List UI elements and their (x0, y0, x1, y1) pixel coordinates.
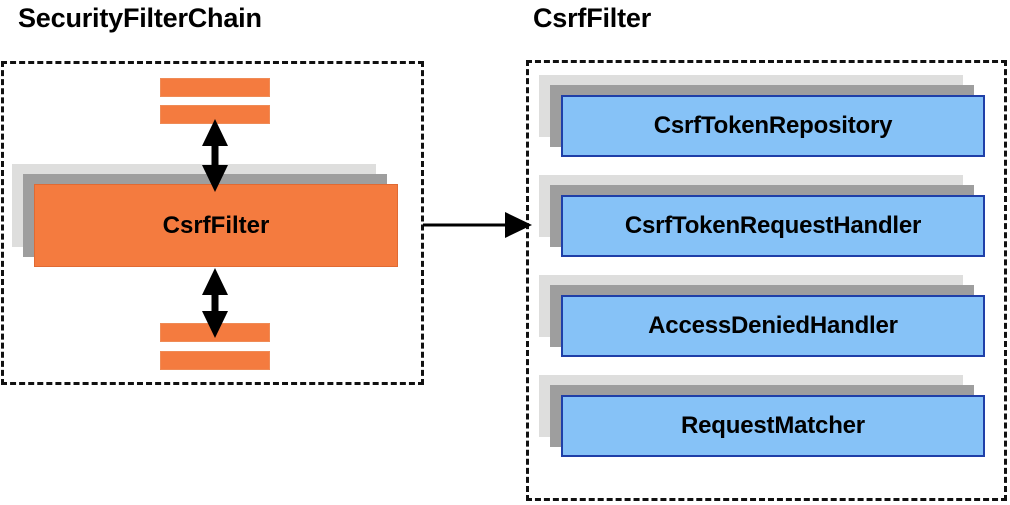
dependency-box-label: AccessDeniedHandler (648, 312, 898, 339)
panel-title-security-filter-chain: SecurityFilterChain (18, 3, 262, 33)
dependency-box-face: CsrfTokenRepository (561, 95, 985, 157)
filter-bar-above-1 (160, 78, 270, 97)
csrf-filter-box-label: CsrfFilter (162, 211, 270, 239)
panel-title-csrf-filter: CsrfFilter (533, 3, 652, 33)
filter-bar-below-1 (160, 323, 270, 342)
dependency-box-face: CsrfTokenRequestHandler (561, 195, 985, 257)
dependency-box-csrf-token-request-handler[interactable]: CsrfTokenRequestHandler (539, 175, 985, 257)
csrf-filter-box[interactable]: CsrfFilter (12, 164, 398, 267)
dependency-box-face: AccessDeniedHandler (561, 295, 985, 357)
csrf-filter-panel (526, 60, 1007, 501)
csrf-filter-box-face: CsrfFilter (34, 184, 398, 267)
dependency-box-request-matcher[interactable]: RequestMatcher (539, 375, 985, 457)
dependency-box-face: RequestMatcher (561, 395, 985, 457)
dependency-box-label: CsrfTokenRequestHandler (624, 212, 922, 239)
filter-bar-above-2 (160, 105, 270, 124)
security-filter-chain-panel (1, 61, 424, 385)
filter-bar-below-2 (160, 351, 270, 370)
arrow-expand-icon (423, 212, 532, 238)
dependency-box-label: RequestMatcher (681, 412, 865, 439)
dependency-box-access-denied-handler[interactable]: AccessDeniedHandler (539, 275, 985, 357)
dependency-box-label: CsrfTokenRepository (653, 112, 893, 139)
dependency-box-csrf-token-repository[interactable]: CsrfTokenRepository (539, 75, 985, 157)
